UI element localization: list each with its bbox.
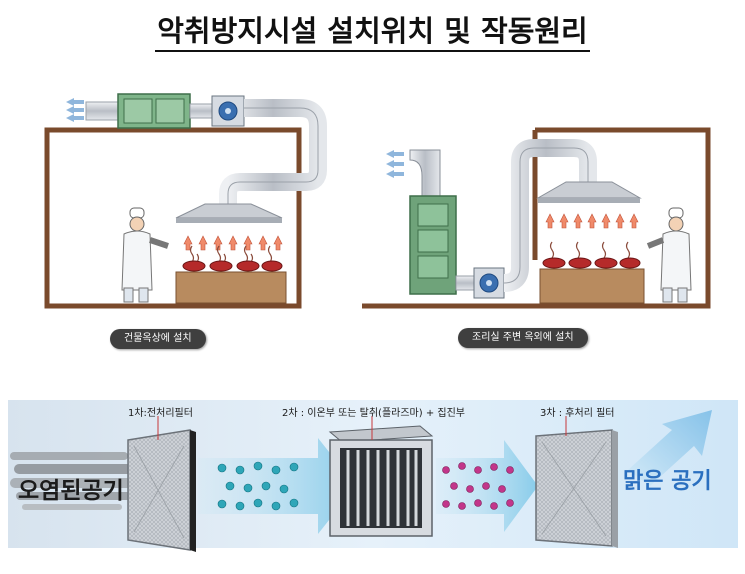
process-band: [8, 400, 738, 552]
post-filter-icon: [535, 429, 618, 548]
polluted-air-label: 오염된공기: [18, 478, 124, 504]
page-title: 악취방지시설 설치위치 및 작동원리: [0, 8, 745, 52]
outdoor-exhaust-arrows-icon: [386, 150, 404, 178]
page-title-text: 악취방지시설 설치위치 및 작동원리: [155, 14, 590, 52]
outdoor-cooking-counter: [539, 268, 645, 304]
rooftop-cooking-pots: [182, 245, 283, 272]
building-wall: [44, 127, 302, 309]
flow-arrow-1: [198, 438, 356, 534]
exhaust-arrows-icon: [66, 98, 84, 122]
pre-filter-icon: [127, 429, 196, 552]
polluted-air-smoke-icon: [10, 452, 136, 510]
outdoor-scene: [362, 127, 711, 309]
outdoor-cooking-pots: [542, 241, 641, 269]
outdoor-updraft-icon: [545, 213, 639, 229]
stage3-label: 3차 : 후처리 필터: [540, 408, 615, 419]
rooftop-install-label: 건물옥상에 설치: [110, 329, 206, 349]
plasma-ionizer-unit-icon: [328, 425, 434, 537]
particle-cluster-2: [442, 462, 514, 510]
particle-cluster-1: [217, 461, 299, 511]
rooftop-cooking-counter: [175, 271, 287, 304]
clean-air-label: 맑은 공기: [623, 469, 712, 494]
outdoor-building-wall: [362, 127, 711, 309]
chef-icon: [121, 207, 169, 303]
clean-air-arrow-icon: [628, 410, 712, 486]
rooftop-scene: [44, 93, 327, 309]
outdoor-install-label: 조리실 주변 옥외에 설치: [458, 328, 588, 348]
outdoor-stack: [409, 149, 441, 197]
outdoor-hood: [536, 181, 642, 199]
rooftop-outlet-duct: [85, 101, 121, 121]
stage1-label: 1차:전처리필터: [128, 408, 193, 419]
rooftop-updraft-icon: [183, 235, 283, 251]
outdoor-chef-icon: [646, 207, 692, 303]
stage2-label: 2차 : 이온부 또는 탈취(플라즈마) + 집진부: [282, 408, 465, 419]
rooftop-hood: [175, 203, 283, 219]
